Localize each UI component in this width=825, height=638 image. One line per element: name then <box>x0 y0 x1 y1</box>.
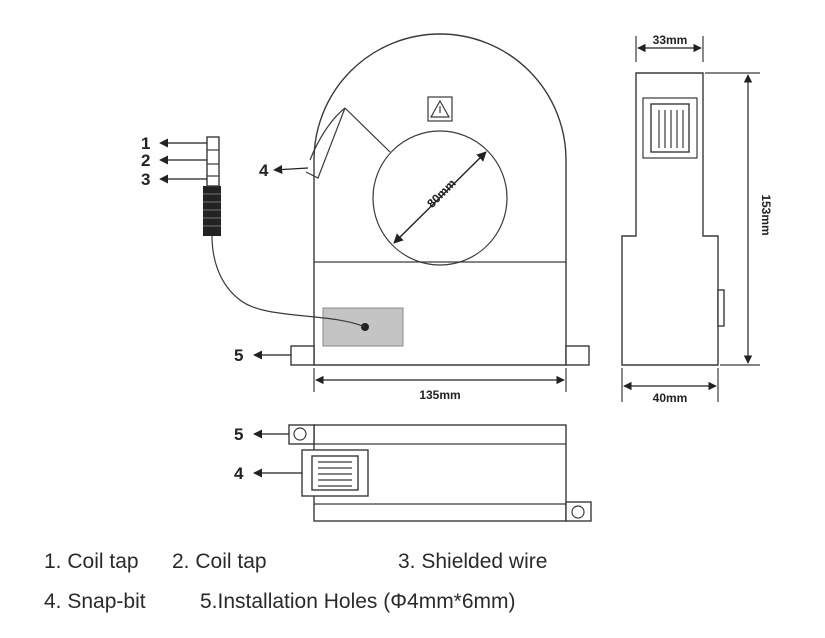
warning-box <box>427 96 453 122</box>
callout-5-front: 5 <box>234 346 243 365</box>
top-width-label: 33mm <box>653 33 688 47</box>
side-nub <box>717 289 725 327</box>
callout-1: 1 <box>141 134 150 153</box>
warning-icon <box>429 99 451 118</box>
callout-4-bottom: 4 <box>234 464 244 483</box>
side-view: 33mm 153mm 40mm <box>621 33 773 405</box>
legend-item-1: 1. Coil tap <box>44 550 139 573</box>
hole-diameter-arrow <box>393 151 487 244</box>
snap-strap <box>305 107 346 179</box>
bottom-view: 5 4 <box>234 424 592 522</box>
bottom-snap-bit <box>311 455 359 491</box>
callout-4-front: 4 <box>259 161 269 180</box>
side-body-outline <box>621 72 719 366</box>
side-snap-frame <box>642 97 698 159</box>
callout-3: 3 <box>141 170 150 189</box>
install-hole-right <box>571 505 585 519</box>
width-dimension-label: 135mm <box>419 388 460 402</box>
mount-tab-left <box>290 345 315 366</box>
mount-tab-right <box>565 345 590 366</box>
connector-body <box>203 186 221 236</box>
install-hole-right-tab <box>565 501 592 522</box>
front-view: 80mm 1 2 3 4 5 <box>141 33 590 402</box>
hole-tick-line <box>344 107 391 153</box>
callout-2: 2 <box>141 151 150 170</box>
legend-item-5: 5.Installation Holes (Φ4mm*6mm) <box>200 590 516 613</box>
connector-pins <box>206 136 220 187</box>
shielded-wire <box>211 235 366 328</box>
legend-item-3: 3. Shielded wire <box>398 550 548 573</box>
height-dimension-label: 153mm <box>759 194 773 235</box>
install-hole-left <box>293 427 307 441</box>
legend-item-2: 2. Coil tap <box>172 550 267 573</box>
legend-item-4: 4. Snap-bit <box>44 590 146 613</box>
callout-5-bottom: 5 <box>234 425 243 444</box>
center-hole <box>372 130 508 266</box>
depth-dimension-label: 40mm <box>653 391 688 405</box>
